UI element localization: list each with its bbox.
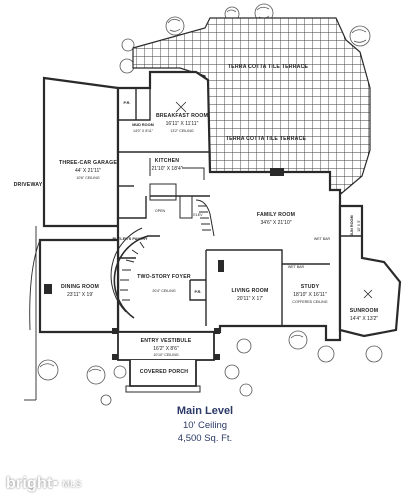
label-foyer: TWO-STORY FOYER	[137, 274, 191, 280]
landscape-trees	[37, 3, 383, 406]
tree-icon	[86, 365, 106, 385]
label-garage: THREE-CAR GARAGE	[59, 160, 117, 166]
label-pr-top: P.R.	[124, 101, 131, 105]
label-living: LIVING ROOM	[231, 288, 268, 294]
watermark-suffix: MLS	[62, 478, 82, 489]
label-dining: DINING ROOM	[61, 284, 99, 290]
label-sunroom: SUNROOM	[350, 308, 379, 314]
dim-breakfast: 16'11" X 11'11"	[166, 121, 199, 127]
watermark-dot: ▪	[52, 475, 59, 492]
fireplaces	[44, 168, 284, 294]
dim-sunroom: 14'4" X 13'2"	[350, 316, 378, 322]
note-garage: 10'6" CEILING	[76, 176, 100, 180]
dim-living: 20'11" X 17'	[237, 296, 263, 302]
tree-icon	[100, 394, 112, 406]
label-terrace-top: TERRA COTTA TILE TERRACE	[228, 64, 309, 70]
label-open: OPEN	[155, 209, 166, 213]
label-driveway: DRIVEWAY	[14, 182, 43, 188]
note-foyer: 20'4" CEILING	[152, 289, 176, 293]
tree-icon	[236, 338, 252, 354]
kitchen-fixtures	[149, 151, 205, 219]
house-walls	[38, 70, 402, 342]
tree-icon	[37, 359, 59, 381]
note-study: COFFERED CEILING	[292, 300, 327, 304]
tree-icon	[239, 383, 253, 397]
note-breakfast: 13'2" CEILING	[170, 129, 194, 133]
tree-icon	[165, 16, 185, 36]
plan-ceiling-height: 10' Ceiling	[182, 420, 228, 431]
label-porch: COVERED PORCH	[140, 369, 188, 375]
terrace	[132, 17, 371, 199]
room-labels: TERRA COTTA TILE TERRACE TERRA COTTA TIL…	[14, 64, 379, 375]
ceiling-marks	[175, 101, 373, 299]
dim-vestibule: 16'2" X 8'6"	[153, 346, 179, 352]
tree-icon	[349, 25, 371, 47]
label-vestibule: ENTRY VESTIBULE	[141, 338, 192, 344]
dim-garage: 44' X 21'11"	[75, 168, 101, 174]
tree-icon	[113, 365, 127, 379]
label-family: FAMILY ROOM	[257, 212, 295, 218]
label-terrace-mid: TERRA COTTA TILE TERRACE	[226, 136, 307, 142]
entry-wing	[117, 331, 215, 393]
label-kitchen: KITCHEN	[155, 158, 180, 164]
tree-icon	[224, 364, 240, 380]
label-gun: GUN ROOM	[350, 215, 354, 236]
dim-gun: 10' X 5'	[357, 220, 361, 232]
label-study: STUDY	[301, 284, 320, 290]
dim-mud: 14'0" X 8'11"	[133, 129, 154, 133]
dim-dining: 23'11" X 19'	[67, 292, 93, 298]
dim-study: 18'10" X 16'11"	[293, 292, 327, 298]
rear-stair	[195, 199, 215, 237]
plan-square-footage: 4,500 Sq. Ft.	[177, 433, 233, 444]
foyer-stair	[110, 227, 160, 319]
note-vestibule: 10'10" CEILING	[153, 353, 179, 357]
tree-icon	[288, 330, 308, 350]
watermark-brand: bright	[6, 475, 53, 492]
brightmls-watermark: bright▪MLS	[6, 475, 82, 493]
label-mud: MUD ROOM	[132, 123, 154, 127]
label-wet-bar-1: WET BAR	[314, 237, 331, 241]
label-wet-bar-2: WET BAR	[288, 265, 305, 269]
label-butlers: BUTLER'S PANTRY	[112, 237, 148, 241]
plan-level-title: Main Level	[176, 405, 234, 417]
tree-icon	[317, 345, 335, 363]
tree-icon	[119, 58, 135, 74]
label-elev: ELEV	[193, 213, 203, 217]
dim-kitchen: 21'10" X 18'4"	[151, 166, 182, 172]
front-columns	[112, 328, 220, 360]
label-pr-foyer: P.R.	[195, 290, 202, 294]
tree-icon	[365, 345, 383, 363]
label-breakfast: BREAKFAST ROOM	[156, 113, 208, 119]
tree-icon	[121, 38, 135, 52]
site-lines	[24, 226, 41, 401]
dim-family: 34'6" X 21'10"	[260, 220, 291, 226]
